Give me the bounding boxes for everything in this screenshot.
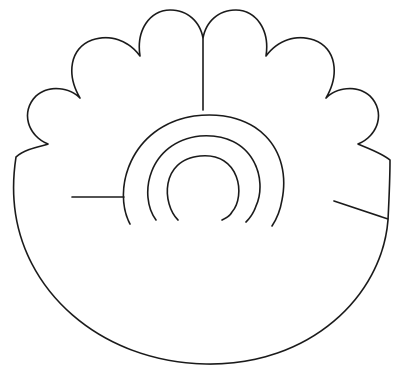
scalloped-outline <box>14 10 390 364</box>
inner-arc <box>167 156 239 220</box>
middle-arc <box>148 136 260 222</box>
right-pointer-line <box>334 201 388 219</box>
outer-arc <box>123 115 283 226</box>
